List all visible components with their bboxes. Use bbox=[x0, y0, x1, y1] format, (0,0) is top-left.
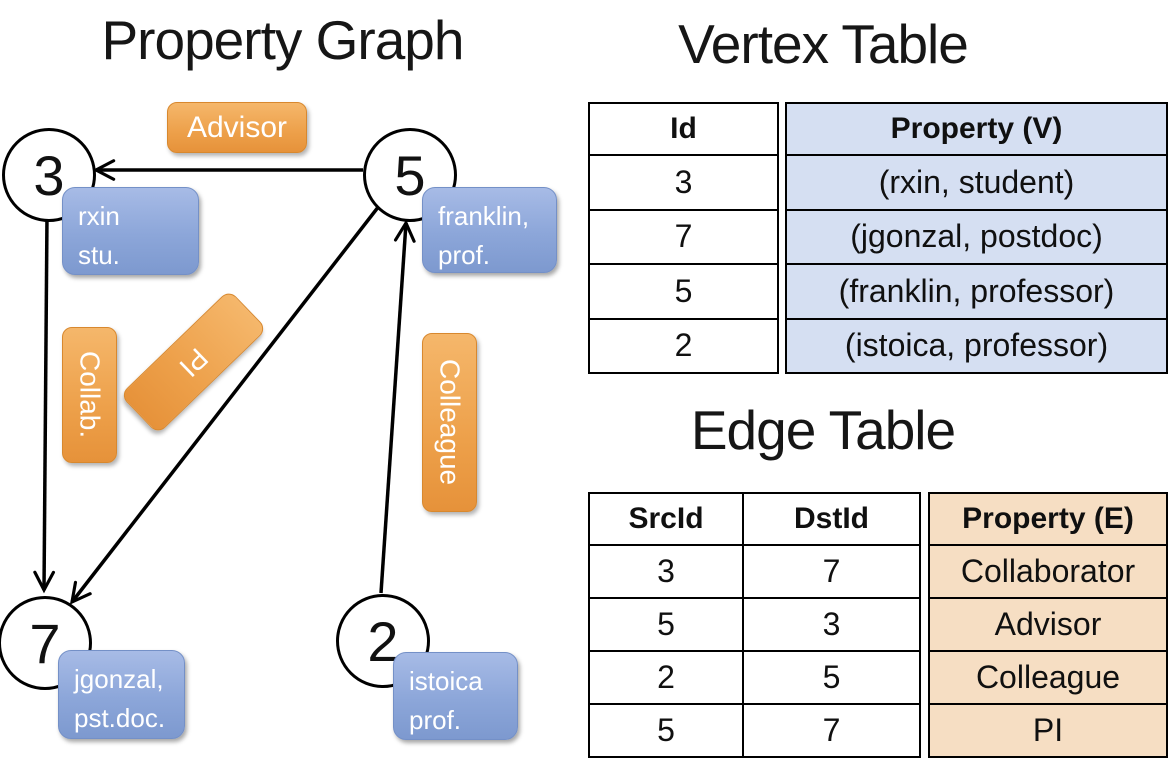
edge-table-dstid-column: DstId 7 3 5 7 bbox=[742, 494, 919, 756]
vertex-table-property-column: Property (V) (rxin, student) (jgonzal, p… bbox=[785, 102, 1168, 374]
vertex-property-box-franklin: franklin, prof. bbox=[422, 187, 557, 273]
table-cell: Colleague bbox=[930, 650, 1166, 703]
edge-label-advisor: Advisor bbox=[167, 102, 307, 153]
table-cell: Collaborator bbox=[930, 544, 1166, 597]
table-cell: 3 bbox=[590, 154, 777, 209]
vertex-property-line: istoica bbox=[409, 666, 483, 696]
vertex-property-box-jgonzal: jgonzal, pst.doc. bbox=[58, 650, 185, 739]
vertex-property-line: stu. bbox=[78, 240, 120, 270]
edge-label-pi: PI bbox=[119, 289, 268, 435]
vertex-table-property-header: Property (V) bbox=[890, 112, 1063, 145]
vertex-table-id-column: Id 3 7 5 2 bbox=[588, 102, 779, 374]
table-cell: 2 bbox=[590, 650, 742, 703]
edge-arrow-collab-3-to-7 bbox=[33, 215, 56, 594]
edge-label-colleague: Colleague bbox=[422, 333, 477, 512]
table-cell: 5 bbox=[590, 263, 777, 318]
vertex-property-line: pst.doc. bbox=[74, 703, 166, 733]
edge-arrow-colleague-2-to-5 bbox=[379, 219, 416, 594]
table-cell: 5 bbox=[744, 650, 919, 703]
table-cell: 2 bbox=[590, 317, 777, 373]
vertex-property-line: jgonzal, bbox=[74, 664, 164, 694]
table-cell: 3 bbox=[590, 544, 742, 597]
table-cell: (franklin, professor) bbox=[787, 263, 1166, 318]
edge-label-text: Advisor bbox=[186, 110, 288, 144]
node-id: 7 bbox=[29, 611, 61, 675]
graph-node-3: 3 bbox=[2, 128, 96, 222]
table-cell: 5 bbox=[590, 703, 742, 756]
table-cell: (istoica, professor) bbox=[787, 317, 1166, 373]
vertex-table-id-header: Id bbox=[670, 112, 697, 145]
vertex-property-box-istoica: istoica prof. bbox=[393, 652, 518, 740]
edge-label-text: Colleague bbox=[434, 359, 466, 486]
edge-label-collab: Collab. bbox=[62, 327, 117, 463]
edge-table-id-columns: SrcId 3 5 2 5 DstId 7 3 5 7 bbox=[588, 492, 921, 758]
edge-table-srcid-header: SrcId bbox=[628, 502, 704, 535]
vertex-property-line: prof. bbox=[409, 705, 462, 735]
table-cell: 7 bbox=[744, 544, 919, 597]
table-cell: 7 bbox=[744, 703, 919, 756]
table-cell: PI bbox=[930, 703, 1166, 756]
edge-table-title: Edge Table bbox=[690, 399, 956, 461]
edge-table-property-column: Property (E) Collaborator Advisor Collea… bbox=[928, 492, 1168, 758]
edge-table-dstid-header: DstId bbox=[794, 502, 869, 535]
node-id: 3 bbox=[33, 143, 65, 207]
vertex-property-line: rxin bbox=[78, 201, 120, 231]
node-id: 5 bbox=[394, 143, 426, 207]
edge-label-text: Collab. bbox=[74, 351, 106, 439]
table-cell: 5 bbox=[590, 597, 742, 650]
table-cell: 7 bbox=[590, 208, 777, 264]
table-cell: 3 bbox=[744, 597, 919, 650]
vertex-property-box-rxin: rxin stu. bbox=[62, 187, 199, 275]
table-cell: Advisor bbox=[930, 597, 1166, 650]
vertex-property-line: prof. bbox=[438, 240, 491, 270]
vertex-table-title: Vertex Table bbox=[678, 13, 969, 75]
table-cell: (jgonzal, postdoc) bbox=[787, 208, 1166, 264]
property-graph-title: Property Graph bbox=[101, 9, 464, 71]
table-cell: (rxin, student) bbox=[787, 154, 1166, 209]
graph-node-5: 5 bbox=[363, 128, 457, 222]
edge-label-text: PI bbox=[173, 342, 215, 383]
edge-table-srcid-column: SrcId 3 5 2 5 bbox=[590, 494, 742, 756]
vertex-property-line: franklin, bbox=[438, 201, 530, 231]
edge-table-property-header: Property (E) bbox=[962, 502, 1134, 535]
